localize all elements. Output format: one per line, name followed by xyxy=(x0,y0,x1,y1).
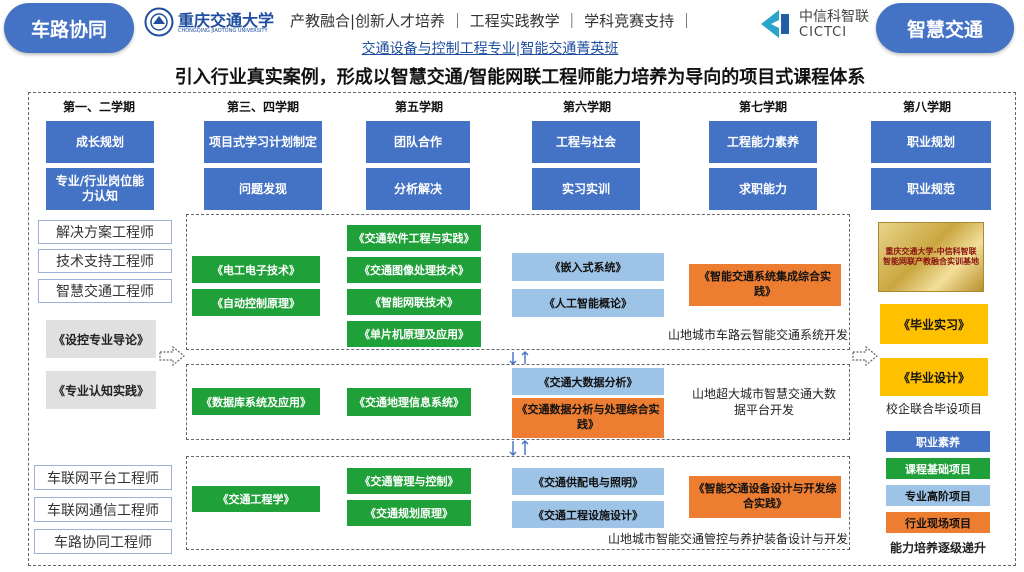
legend-foundation-project: 课程基础项目 xyxy=(886,458,990,479)
semester-8: 第八学期 xyxy=(902,100,951,114)
course-traffic-data-practice: 《交通数据分析与处理综合实践》 xyxy=(512,398,664,438)
page-title: 引入行业真实案例，形成以智慧交通/智能网联工程师能力培养为导向的项目式课程体系 xyxy=(174,67,866,88)
role-iov-platform-engineer: 车联网平台工程师 xyxy=(34,465,172,490)
semester-6: 第六学期 xyxy=(562,100,611,114)
arrow-section2-to-3-icon xyxy=(509,440,529,456)
role-solution-engineer: 解决方案工程师 xyxy=(38,220,172,244)
ability-engineering-literacy: 工程能力素养 xyxy=(709,121,817,163)
section3-label: 山地城市智能交通管控与养护装备设计与开发 xyxy=(607,532,848,546)
curriculum-frame xyxy=(28,92,1016,566)
legend-professional-literacy: 职业素养 xyxy=(886,431,990,452)
course-its-integration-practice: 《智能交通系统集成综合实践》 xyxy=(689,264,841,306)
course-graduation-design: 《毕业设计》 xyxy=(880,358,988,396)
ability-pbl-planning: 项目式学习计划制定 xyxy=(204,121,322,163)
course-automatic-control: 《自动控制原理》 xyxy=(192,289,320,316)
course-traffic-engineering: 《交通工程学》 xyxy=(192,486,320,512)
training-base-badge-text: 重庆交通大学-中信科智联 智能网联产教融合实训基地 xyxy=(883,246,979,266)
ability-job-seeking: 求职能力 xyxy=(709,168,817,210)
section2-label: 山地超大城市智慧交通大数据平台开发 xyxy=(691,387,836,418)
legend-industry-project: 行业现场项目 xyxy=(886,512,990,533)
course-embedded: 《嵌入式系统》 xyxy=(512,253,664,281)
legend-advanced-project: 专业高阶项目 xyxy=(886,485,990,506)
header-tagline: 产教融合|创新人才培养 ｜ 工程实践教学 ｜ 学科竞赛支持 ｜ xyxy=(290,12,694,30)
ability-career-norms: 职业规范 xyxy=(871,168,991,210)
course-intro-major: 《设控专业导论》 xyxy=(46,320,156,358)
role-tech-support-engineer: 技术支持工程师 xyxy=(38,249,172,273)
course-major-practice: 《专业认知实践》 xyxy=(46,371,156,409)
course-database: 《数据库系统及应用》 xyxy=(192,388,320,415)
arrow-to-semester8-icon xyxy=(852,346,878,366)
section1-frame xyxy=(186,214,850,350)
course-graduation-internship: 《毕业实习》 xyxy=(880,304,988,344)
program-subtitle[interactable]: 交通设备与控制工程专业|智能交通菁英班 xyxy=(361,41,619,57)
legend-caption: 能力培养逐级递升 xyxy=(889,541,986,555)
university-logo: 重庆交通大学 CHONGQING JIAOTONG UNIVERSITY xyxy=(144,6,279,40)
ability-engineering-society: 工程与社会 xyxy=(532,121,640,163)
section3-frame xyxy=(186,456,850,550)
course-its-equipment-practice: 《智能交通设备设计与开发综合实践》 xyxy=(689,476,841,518)
ability-industry-cognition: 专业/行业岗位能力认知 xyxy=(46,168,154,210)
partner-logo-icon xyxy=(761,10,789,38)
role-smart-traffic-engineer: 智慧交通工程师 xyxy=(38,279,172,303)
semester-5: 第五学期 xyxy=(394,100,443,114)
course-traffic-gis: 《交通地理信息系统》 xyxy=(347,388,471,416)
university-name: 重庆交通大学 xyxy=(178,11,275,30)
semester-7: 第七学期 xyxy=(738,100,787,114)
course-power-lighting: 《交通供配电与照明》 xyxy=(512,468,664,495)
arrow-section1-to-2-icon xyxy=(509,351,529,365)
role-iov-communication-engineer: 车联网通信工程师 xyxy=(34,497,172,522)
course-ai-intro: 《人工智能概论》 xyxy=(512,289,664,317)
right-pill-badge: 智慧交通 xyxy=(876,3,1014,53)
university-english-name: CHONGQING JIAOTONG UNIVERSITY xyxy=(178,28,268,34)
ability-internship-training: 实习实训 xyxy=(532,168,640,210)
training-base-badge: 重庆交通大学-中信科智联 智能网联产教融合实训基地 xyxy=(878,222,984,292)
course-connected-vehicle: 《智能网联技术》 xyxy=(347,289,481,315)
section2-frame xyxy=(186,364,850,440)
course-traffic-management-control: 《交通管理与控制》 xyxy=(347,468,471,494)
semester-3-4: 第三、四学期 xyxy=(226,100,299,114)
university-seal-icon xyxy=(144,7,174,37)
ability-problem-discovery: 问题发现 xyxy=(204,168,322,210)
arrow-to-sections-icon xyxy=(159,346,185,366)
semester-1-2: 第一、二学期 xyxy=(62,100,135,114)
ability-career-planning: 职业规划 xyxy=(871,121,991,163)
ability-teamwork: 团队合作 xyxy=(366,121,470,163)
partner-name: 中信科智联 xyxy=(799,9,869,25)
course-mcu: 《单片机原理及应用》 xyxy=(347,321,481,347)
partner-english-name: CICTCI xyxy=(799,25,848,40)
joint-thesis-label: 校企联合毕设项目 xyxy=(885,402,982,416)
partner-logo: 中信科智联 CICTCI xyxy=(757,4,875,44)
course-traffic-image: 《交通图像处理技术》 xyxy=(347,257,481,283)
course-traffic-planning: 《交通规划原理》 xyxy=(347,500,471,526)
ability-growth-planning: 成长规划 xyxy=(46,121,154,163)
course-electrical-electronics: 《电工电子技术》 xyxy=(192,256,320,283)
course-traffic-big-data: 《交通大数据分析》 xyxy=(512,368,664,395)
left-pill-badge: 车路协同 xyxy=(4,3,134,53)
course-facility-design: 《交通工程设施设计》 xyxy=(512,501,664,528)
role-vehicle-road-engineer: 车路协同工程师 xyxy=(34,529,172,554)
section1-label: 山地城市车路云智能交通系统开发 xyxy=(667,328,848,342)
ability-analysis-solving: 分析解决 xyxy=(366,168,470,210)
course-traffic-software: 《交通软件工程与实践》 xyxy=(347,225,481,251)
